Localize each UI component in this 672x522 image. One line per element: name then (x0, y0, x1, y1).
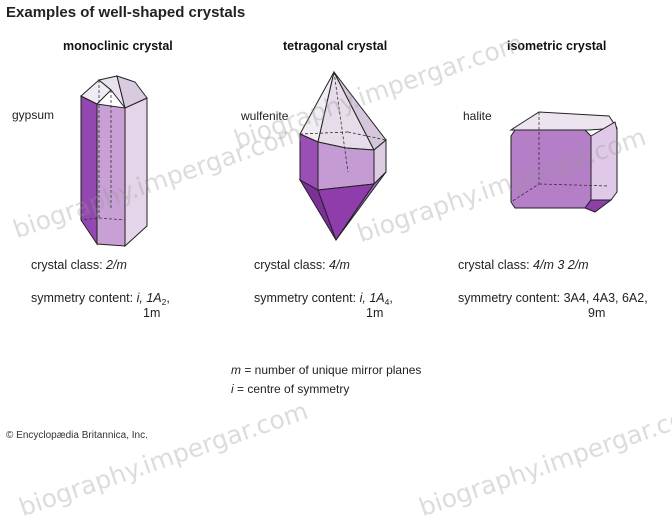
wulfenite-upper-front (317, 70, 375, 151)
gypsum-right-face (124, 97, 148, 248)
heading-tetragonal: tetragonal crystal (283, 39, 388, 53)
gypsum-crystal-drawing (80, 75, 148, 248)
copyright-credit: © Encyclopædia Britannica, Inc. (6, 430, 148, 441)
halite-top-face (509, 111, 618, 131)
wulfenite-lower-front (317, 183, 376, 242)
wulfenite-crystal-drawing (298, 70, 387, 242)
watermark-text: biography.impergar.com (15, 396, 312, 522)
watermark-text: biography.impergar.com (415, 396, 672, 522)
symmetry-content-isometric: symmetry content: 3A4, 4A3, 6A2, (458, 291, 648, 305)
mineral-label-halite: halite (463, 109, 492, 123)
symmetry-content-isometric-line2: 9m (588, 306, 606, 320)
symmetry-content-tetragonal-line2: 1m (366, 306, 384, 320)
halite-front-face (510, 129, 592, 209)
crystal-class-tetragonal: crystal class: 4/m (254, 258, 350, 272)
wulfenite-lower-right (335, 171, 387, 241)
heading-monoclinic: monoclinic crystal (63, 39, 173, 53)
gypsum-left-face (80, 95, 98, 246)
symmetry-content-tetragonal: symmetry content: i, 1A4, (254, 291, 393, 307)
heading-isometric: isometric crystal (507, 39, 607, 53)
halite-crystal-drawing (509, 111, 618, 213)
wulfenite-side-front (317, 141, 375, 191)
legend-mirror-planes: m = number of unique mirror planes (231, 363, 422, 377)
mineral-label-gypsum: gypsum (12, 108, 55, 122)
mineral-label-wulfenite: wulfenite (241, 109, 289, 123)
diagram-title: Examples of well-shaped crystals (6, 4, 246, 21)
symmetry-content-monoclinic-line2: 1m (143, 306, 161, 320)
watermark-text: biography.impergar.com (9, 118, 306, 245)
gypsum-top-right (116, 75, 148, 109)
symmetry-content-monoclinic: symmetry content: i, 1A2, (31, 291, 170, 307)
legend-centre-of-symmetry: i = centre of symmetry (231, 382, 350, 396)
halite-right-face (590, 121, 618, 201)
crystal-class-isometric: crystal class: 4/m 3 2/m (458, 258, 589, 272)
halite-corner-bottom (584, 199, 613, 213)
crystal-class-monoclinic: crystal class: 2/m (31, 258, 127, 272)
